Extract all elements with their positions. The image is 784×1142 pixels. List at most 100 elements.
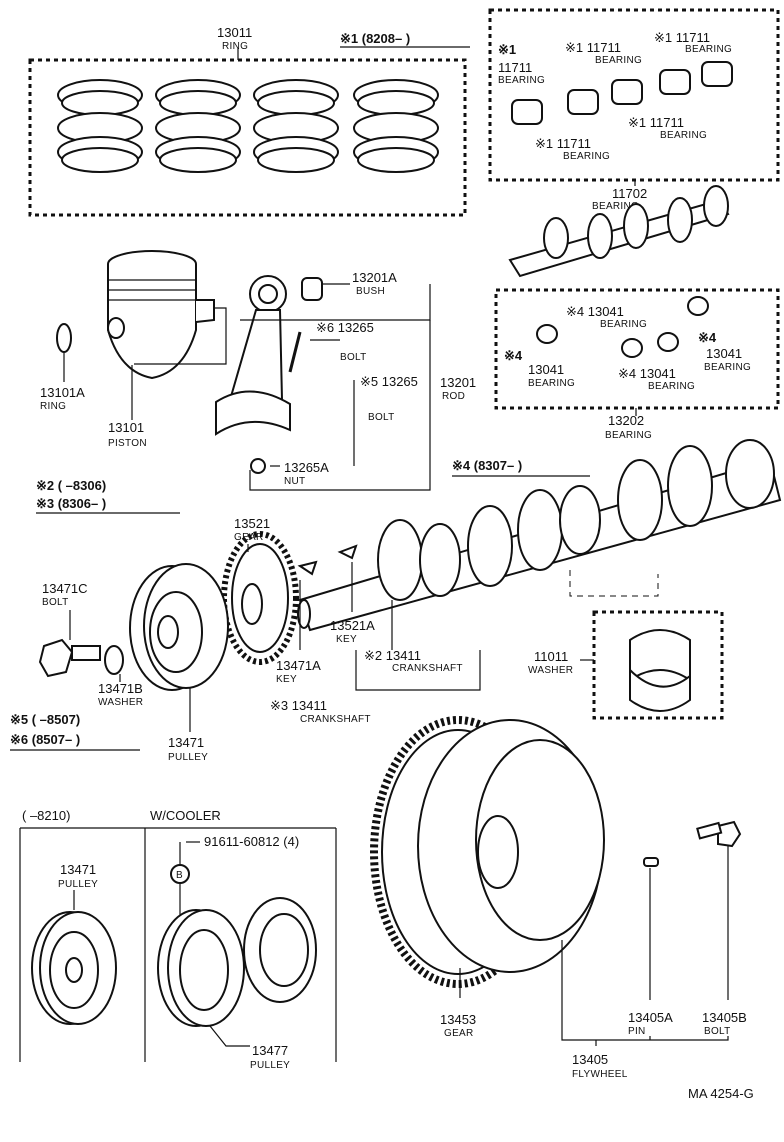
snap-ring-drawing[interactable] (56, 323, 72, 353)
rod-bearing-4-number: 13041 (706, 346, 742, 361)
ring-gear-number: 13453 (440, 1012, 476, 1027)
main-bearing-set[interactable] (488, 8, 780, 182)
crankshaft-3-name: CRANKSHAFT (300, 714, 371, 725)
pulley-2-number: 13471 (60, 862, 96, 877)
piston-ring-set[interactable] (28, 48, 467, 217)
rod-bearing-2-note: ※4 (504, 348, 523, 363)
crankshaft-2-number: ※2 13411 (364, 648, 421, 663)
alternate-pulley-box (19, 827, 337, 1062)
pulley-2-drawing[interactable] (31, 911, 117, 1025)
rod-bearing-set-name: BEARING (605, 430, 652, 441)
pin-number: 13405A (628, 1010, 673, 1025)
pin-name: PIN (628, 1026, 646, 1037)
bearing-5-number: ※1 11711 (628, 115, 684, 130)
catalog-reference: MA 4254-G (688, 1086, 754, 1101)
rod-bearing-1-name: BEARING (600, 319, 647, 330)
pulley-2-name: PULLEY (58, 879, 98, 890)
rod-bearing-set[interactable] (494, 288, 780, 410)
bearing-3-name: BEARING (685, 44, 732, 55)
key-13521a-drawing[interactable] (337, 544, 358, 560)
nut-name: NUT (284, 476, 305, 487)
piston-name: PISTON (108, 438, 147, 449)
flywheel-bolt-name: BOLT (704, 1026, 731, 1037)
cooler-bolt-number: 91611-60812 (4) (204, 834, 299, 849)
connecting-rod-drawing[interactable] (215, 275, 323, 474)
crank-bolt-drawing[interactable] (38, 638, 101, 678)
bearing-2-number: ※1 11711 (565, 40, 621, 55)
bolt-c-number: 13471C (42, 581, 88, 596)
pulley-3-name: PULLEY (250, 1060, 290, 1071)
flywheel-name: FLYWHEEL (572, 1069, 628, 1080)
piston-number: 13101 (108, 420, 144, 435)
note-4-date-range: ※4 (8307– ) (452, 458, 522, 473)
crankshaft-main-drawing[interactable] (297, 439, 782, 632)
pulley-name: PULLEY (168, 752, 208, 763)
flywheel-bolt-drawing[interactable] (696, 820, 742, 848)
pulley-washer-drawing[interactable] (104, 645, 124, 675)
note-5-date-range: ※5 ( –8507) (10, 712, 80, 727)
rod-bearing-1-number: ※4 13041 (566, 304, 624, 319)
main-bearing-number: 11702 (612, 186, 647, 201)
bearing-4-number: ※1 11711 (535, 136, 591, 151)
rod-bearing-3-number: ※4 13041 (618, 366, 676, 381)
rod-bearing-2-name: BEARING (528, 378, 575, 389)
bolt-6-name: BOLT (340, 352, 367, 363)
crankshaft-2-name: CRANKSHAFT (392, 663, 463, 674)
timing-gear-drawing[interactable] (221, 531, 299, 665)
rod-bearing-4-name: BEARING (704, 362, 751, 373)
bearing-5-name: BEARING (660, 130, 707, 141)
gear-name: GEAR (234, 532, 264, 543)
key-a-number: 13521A (330, 618, 375, 633)
rod-bearing-set-number: 13202 (608, 413, 644, 428)
bearing-4-name: BEARING (563, 151, 610, 162)
alt-box-left-heading: ( –8210) (22, 808, 70, 823)
flywheel-number: 13405 (572, 1052, 608, 1067)
pulley-3-number: 13477 (252, 1043, 288, 1058)
bolt-5-number: ※5 13265 (360, 374, 418, 389)
thrust-washer-set[interactable] (592, 610, 724, 720)
note-3-date-range: ※3 (8306– ) (36, 496, 106, 511)
pulley-number: 13471 (168, 735, 204, 750)
flywheel-drawing[interactable] (370, 716, 605, 988)
bush-name: BUSH (356, 286, 385, 297)
nut-number: 13265A (284, 460, 329, 475)
gear-number: 13521 (234, 516, 270, 531)
pulley-main-drawing[interactable] (129, 563, 229, 691)
b-marker-text: B (176, 870, 183, 881)
flywheel-bolt-number: 13405B (702, 1010, 747, 1025)
bearing-1-number: 11711 (498, 60, 532, 75)
washer-top-name: WASHER (528, 665, 573, 676)
crankshaft-upper-drawing[interactable] (508, 185, 730, 278)
bolt-c-name: BOLT (42, 597, 69, 608)
key-b-name: KEY (276, 674, 297, 685)
bush-number: 13201A (352, 270, 397, 285)
bolt-5-name: BOLT (368, 412, 395, 423)
alt-box-right-heading: W/COOLER (150, 808, 221, 823)
ring-part-number: 13011 (217, 25, 252, 40)
main-bearing-name: BEARING (592, 201, 639, 212)
rod-bearing-3-name: BEARING (648, 381, 695, 392)
key-13471a-drawing[interactable] (297, 560, 318, 576)
rod-bearing-2-number: 13041 (528, 362, 564, 377)
bearing-1-name: BEARING (498, 75, 545, 86)
bolt-6-number: ※6 13265 (316, 320, 374, 335)
washer-b-number: 13471B (98, 681, 143, 696)
rod-name: ROD (442, 391, 465, 402)
note-6-date-range: ※6 (8507– ) (10, 732, 80, 747)
bearing-3-number: ※1 11711 (654, 30, 710, 45)
washer-top-number: 11011 (534, 649, 568, 664)
crankshaft-3-number: ※3 13411 (270, 698, 327, 713)
ring-part-name: RING (222, 41, 248, 52)
key-b-number: 13471A (276, 658, 321, 673)
note-2-date-range: ※2 ( –8306) (36, 478, 106, 493)
flywheel-pin-drawing[interactable] (643, 857, 659, 867)
snap-ring-number: 13101A (40, 385, 85, 400)
b-marker-icon (170, 864, 190, 884)
ring-gear-name: GEAR (444, 1028, 474, 1039)
rod-bearing-4-note: ※4 (698, 330, 717, 345)
rod-number: 13201 (440, 375, 476, 390)
piston-drawing[interactable] (107, 250, 215, 380)
washer-b-name: WASHER (98, 697, 143, 708)
pulley-3-drawing[interactable] (157, 897, 317, 1027)
